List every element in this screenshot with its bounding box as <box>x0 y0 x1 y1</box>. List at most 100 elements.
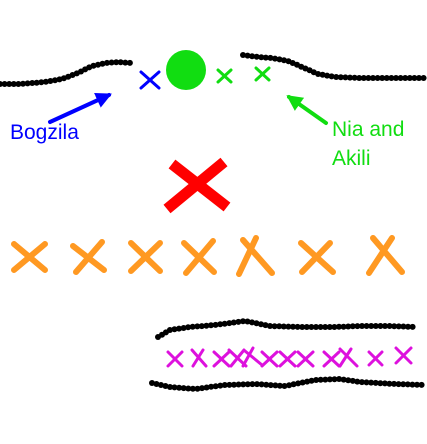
bead <box>10 81 17 87</box>
orange-cross <box>181 238 217 276</box>
bead <box>319 71 326 78</box>
bead <box>409 323 416 330</box>
bead <box>226 320 233 327</box>
bead <box>189 385 196 392</box>
bead <box>372 379 379 386</box>
bead <box>15 81 22 87</box>
bead-chain-top-left <box>0 59 133 87</box>
bead <box>358 379 365 386</box>
bead <box>308 324 315 330</box>
bead <box>276 382 283 389</box>
orange-cross <box>11 241 48 273</box>
bead <box>388 75 395 81</box>
bead <box>347 74 353 81</box>
bead <box>276 56 283 63</box>
bead <box>383 75 390 81</box>
bead <box>382 323 388 329</box>
bead <box>271 323 278 330</box>
bead <box>244 52 251 59</box>
bead <box>249 381 256 388</box>
bead <box>149 380 155 386</box>
bead <box>386 323 393 329</box>
bead <box>402 75 409 81</box>
bead <box>381 380 388 387</box>
bead <box>281 383 288 389</box>
bead <box>244 318 251 325</box>
bead <box>24 80 31 87</box>
bead <box>240 52 246 58</box>
bead <box>230 319 237 326</box>
bead <box>391 323 398 330</box>
magenta-cross <box>367 350 384 367</box>
bogzila-label: Bogzila <box>10 121 79 144</box>
bead <box>235 381 242 388</box>
green-dot <box>166 50 206 90</box>
bead <box>52 77 58 84</box>
bead <box>411 75 418 81</box>
bead <box>240 381 247 388</box>
bead <box>345 323 352 330</box>
bead <box>285 323 292 330</box>
bead-chain-middle <box>155 318 416 340</box>
bead <box>189 323 196 330</box>
bead <box>126 59 133 66</box>
bead <box>199 385 205 392</box>
nia-and-label: Nia and <box>332 118 405 141</box>
bead <box>217 321 224 328</box>
bead <box>290 323 296 330</box>
bead <box>336 323 342 330</box>
bead <box>359 323 365 329</box>
green-cross <box>216 68 233 84</box>
bead <box>414 381 420 388</box>
bead <box>267 382 274 389</box>
bead <box>158 382 164 388</box>
bead <box>90 62 97 69</box>
magenta-cross <box>241 346 264 368</box>
bead <box>354 378 361 385</box>
bead <box>349 377 356 384</box>
bead <box>258 54 265 61</box>
bead <box>235 318 242 325</box>
bead <box>386 380 393 387</box>
bead <box>395 381 402 388</box>
nia-akili-arrow <box>286 95 328 125</box>
bead <box>363 323 370 329</box>
bead <box>331 324 338 330</box>
bead <box>113 59 120 66</box>
bead <box>42 78 49 85</box>
bead <box>395 323 402 330</box>
bead <box>198 323 205 330</box>
bead <box>38 79 45 86</box>
bead <box>263 381 270 388</box>
bead <box>253 320 260 327</box>
magenta-cross <box>260 350 279 368</box>
magenta-cross <box>338 347 359 368</box>
bead <box>405 323 411 330</box>
bead <box>171 384 178 391</box>
bead <box>400 323 407 330</box>
bead <box>340 323 347 330</box>
bead <box>397 75 404 81</box>
bead <box>47 78 54 84</box>
bead <box>208 322 214 329</box>
bead <box>372 323 379 329</box>
bead <box>308 377 315 384</box>
bead-chain-top-right <box>240 52 427 81</box>
bead <box>294 323 301 330</box>
bead <box>29 80 36 86</box>
bead <box>104 59 110 66</box>
bead <box>345 377 352 384</box>
orange-cross <box>298 240 336 275</box>
bead <box>331 376 338 383</box>
bead <box>208 383 215 390</box>
bead <box>295 380 302 387</box>
bead <box>253 53 260 60</box>
bead <box>272 55 278 62</box>
bead <box>315 71 322 77</box>
bogzila-arrow <box>48 93 112 124</box>
bead <box>117 59 124 66</box>
bead <box>262 322 269 329</box>
bead <box>276 323 283 330</box>
bead <box>393 75 399 81</box>
